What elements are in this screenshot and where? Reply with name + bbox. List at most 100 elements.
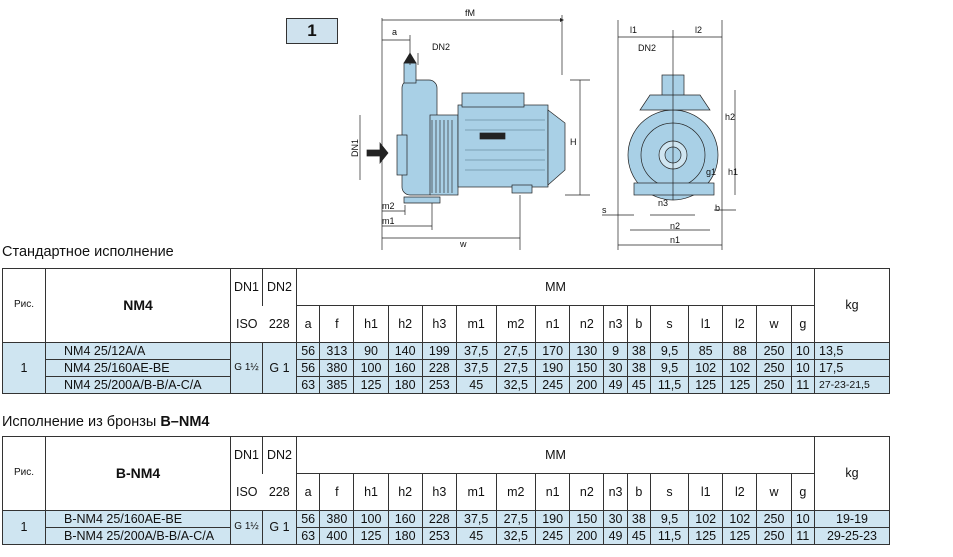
value-n2: 150 — [569, 509, 605, 528]
dim-label-fM: fM — [465, 8, 475, 18]
value-h1: 125 — [353, 526, 389, 545]
col-header-n2: n2 — [569, 473, 605, 511]
value-m1: 45 — [455, 526, 497, 545]
col-header-iso: ISO — [230, 473, 263, 511]
col-header-dn1: DN1 — [230, 268, 263, 306]
value-n2: 150 — [569, 358, 605, 377]
value-h2: 180 — [387, 375, 423, 394]
section-title-bronze-model: B–NM4 — [160, 414, 210, 430]
col-header-m2: m2 — [495, 305, 537, 343]
value-f: 380 — [319, 358, 355, 377]
value-kg: 27-23-21,5 — [814, 375, 890, 394]
value-g: 11 — [790, 526, 816, 545]
dim-label-l1: l1 — [630, 25, 637, 35]
value-kg: 29-25-23 — [814, 526, 890, 545]
col-header-dn2: DN2 — [262, 436, 297, 474]
value-l2: 102 — [722, 509, 758, 528]
col-header-a: a — [295, 473, 321, 511]
dim-label-l2: l2 — [695, 25, 702, 35]
value-n3: 30 — [603, 358, 628, 377]
col-header-n1: n1 — [535, 473, 571, 511]
col-header-w: w — [756, 305, 792, 343]
dim-label-w: w — [459, 239, 467, 249]
value-s: 9,5 — [649, 509, 690, 528]
dn2-value: G 1 — [262, 509, 297, 545]
value-h1: 90 — [353, 341, 389, 360]
value-b: 38 — [626, 509, 651, 528]
value-w: 250 — [756, 341, 792, 360]
value-m2: 32,5 — [495, 375, 537, 394]
value-h2: 160 — [387, 509, 423, 528]
value-m2: 27,5 — [495, 509, 537, 528]
dn1-value: G 1½ — [230, 341, 263, 394]
model-cell: B-NM4 25/200A/B-B/A-C/A — [45, 526, 231, 545]
value-m1: 37,5 — [455, 509, 497, 528]
value-g: 11 — [790, 375, 816, 394]
value-m2: 27,5 — [495, 341, 537, 360]
value-f: 400 — [319, 526, 355, 545]
col-header-kg: kg — [814, 436, 890, 511]
value-f: 385 — [319, 375, 355, 394]
row-ris-value: 1 — [2, 509, 46, 545]
col-header-iso-number: 228 — [262, 473, 297, 511]
col-header-ris: Рис. — [2, 436, 46, 511]
value-h1: 100 — [353, 358, 389, 377]
value-h1: 125 — [353, 375, 389, 394]
col-header-h2: h2 — [387, 305, 423, 343]
value-m2: 27,5 — [495, 358, 537, 377]
value-m1: 37,5 — [455, 358, 497, 377]
col-header-l1: l1 — [688, 473, 724, 511]
col-header-iso-number: 228 — [262, 305, 297, 343]
value-n2: 200 — [569, 526, 605, 545]
value-l2: 88 — [722, 341, 758, 360]
value-h1: 100 — [353, 509, 389, 528]
value-n3: 30 — [603, 509, 628, 528]
col-header-b: b — [626, 305, 651, 343]
value-b: 38 — [626, 358, 651, 377]
value-s: 11,5 — [649, 375, 690, 394]
value-g: 10 — [790, 341, 816, 360]
section-title-bronze-prefix: Исполнение из бронзы — [2, 414, 157, 430]
dim-label-s: s — [602, 205, 607, 215]
col-header-n2: n2 — [569, 305, 605, 343]
value-h3: 253 — [421, 526, 457, 545]
col-header-model: NM4 — [45, 268, 231, 343]
value-a: 63 — [295, 375, 321, 394]
col-header-f: f — [319, 305, 355, 343]
col-header-dn2: DN2 — [262, 268, 297, 306]
dim-label-DN1: DN1 — [350, 139, 360, 157]
row-ris-value: 1 — [2, 341, 46, 394]
value-a: 63 — [295, 526, 321, 545]
col-header-model: B-NM4 — [45, 436, 231, 511]
col-header-g: g — [790, 473, 816, 511]
value-n3: 49 — [603, 375, 628, 394]
col-header-h3: h3 — [421, 305, 457, 343]
model-cell: B-NM4 25/160AE-BE — [45, 509, 231, 528]
value-m2: 32,5 — [495, 526, 537, 545]
col-header-dn1: DN1 — [230, 436, 263, 474]
value-f: 313 — [319, 341, 355, 360]
value-g: 10 — [790, 509, 816, 528]
col-header-w: w — [756, 473, 792, 511]
value-b: 38 — [626, 341, 651, 360]
value-h2: 140 — [387, 341, 423, 360]
col-header-m2: m2 — [495, 473, 537, 511]
model-cell: NM4 25/200A/B-B/A-C/A — [45, 375, 231, 394]
dn1-value: G 1½ — [230, 509, 263, 545]
col-header-h3: h3 — [421, 473, 457, 511]
value-w: 250 — [756, 526, 792, 545]
dim-label-m2: m2 — [382, 201, 395, 211]
col-header-n3: n3 — [603, 305, 628, 343]
dim-label-H: H — [570, 137, 577, 147]
dim-label-n1: n1 — [670, 235, 680, 245]
value-a: 56 — [295, 358, 321, 377]
col-header-b: b — [626, 473, 651, 511]
value-kg: 13,5 — [814, 341, 890, 360]
value-n1: 190 — [535, 358, 571, 377]
value-g: 10 — [790, 358, 816, 377]
value-n3: 49 — [603, 526, 628, 545]
dim-label-n2: n2 — [670, 221, 680, 231]
value-b: 45 — [626, 375, 651, 394]
col-header-kg: kg — [814, 268, 890, 343]
value-kg: 17,5 — [814, 358, 890, 377]
